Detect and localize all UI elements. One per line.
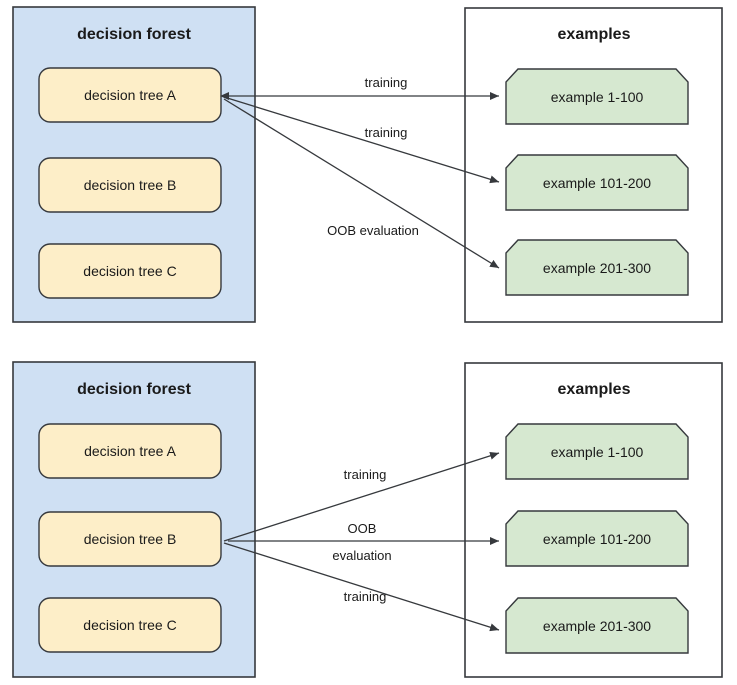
tree-label-decision-tree-a-bottom: decision tree A <box>84 443 176 459</box>
example-label-101-200-top: example 101-200 <box>543 175 651 191</box>
edge-label-training-1-bottom: training <box>344 467 387 482</box>
edge-tree-b-to-example-1-100 <box>223 451 500 542</box>
example-box-1-100-top[interactable] <box>505 68 689 125</box>
tree-label-decision-tree-a-top: decision tree A <box>84 87 176 103</box>
decision-forest-title-top: decision forest <box>77 26 191 43</box>
example-box-101-200-top[interactable] <box>505 154 689 211</box>
examples-title-top: examples <box>558 26 631 43</box>
edge-label-oob-bottom-line2: evaluation <box>332 548 391 563</box>
edge-label-oob-bottom-line1: OOB <box>348 521 377 536</box>
example-label-101-200-bottom: example 101-200 <box>543 531 651 547</box>
example-label-1-100-bottom: example 1-100 <box>551 444 644 460</box>
example-label-1-100-top: example 1-100 <box>551 89 644 105</box>
example-box-1-100-bottom[interactable] <box>505 423 689 480</box>
tree-box-decision-tree-a-bottom[interactable] <box>38 423 222 479</box>
tree-label-decision-tree-c-top: decision tree C <box>83 263 176 279</box>
edge-tree-b-to-example-201-300 <box>223 542 500 632</box>
example-label-201-300-top: example 201-300 <box>543 260 651 276</box>
edge-tree-a-to-example-101-200 <box>223 96 500 184</box>
diagram-top: decision forest decision tree A decision… <box>12 6 723 323</box>
edge-label-oob-evaluation-top: OOB evaluation <box>327 223 419 238</box>
tree-box-decision-tree-b-top[interactable] <box>38 157 222 213</box>
example-box-201-300-top[interactable] <box>505 239 689 296</box>
tree-box-decision-tree-c-top[interactable] <box>38 243 222 299</box>
tree-box-decision-tree-b-bottom[interactable] <box>38 511 222 567</box>
tree-box-decision-tree-c-bottom[interactable] <box>38 597 222 653</box>
edge-tree-a-to-example-201-300 <box>223 98 500 269</box>
diagram-bottom: decision forest decision tree A decision… <box>12 361 723 678</box>
example-label-201-300-bottom: example 201-300 <box>543 618 651 634</box>
edge-label-training-2-top: training <box>365 125 408 140</box>
example-box-101-200-bottom[interactable] <box>505 510 689 567</box>
tree-label-decision-tree-b-top: decision tree B <box>84 177 177 193</box>
tree-label-decision-tree-b-bottom: decision tree B <box>84 531 177 547</box>
examples-title-bottom: examples <box>558 381 631 398</box>
edge-label-training-1-top: training <box>365 75 408 90</box>
example-box-201-300-bottom[interactable] <box>505 597 689 654</box>
edge-label-training-2-bottom: training <box>344 589 387 604</box>
tree-label-decision-tree-c-bottom: decision tree C <box>83 617 176 633</box>
decision-forest-title-bottom: decision forest <box>77 381 191 398</box>
